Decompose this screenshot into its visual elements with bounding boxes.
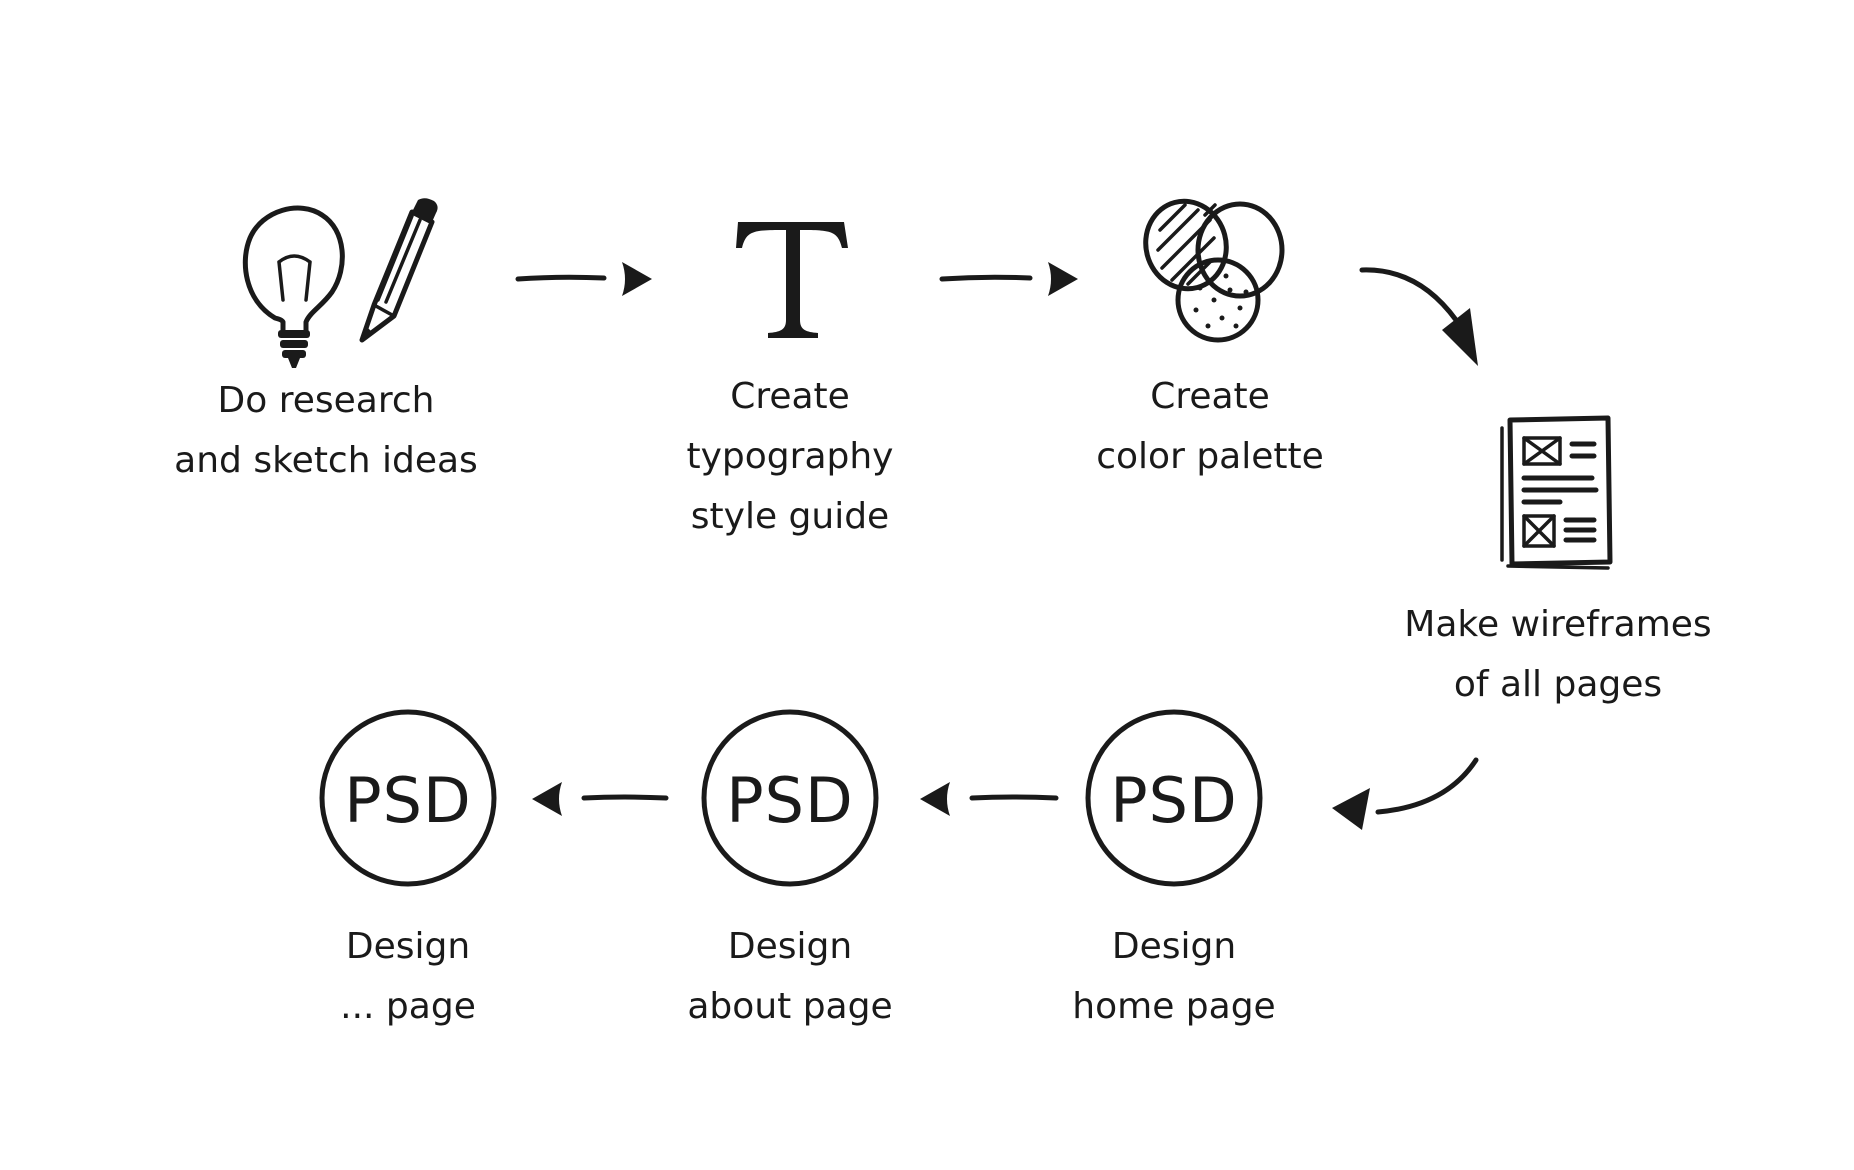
step-1-label-line-2: and sketch ideas (174, 440, 478, 481)
step-4-label: Make wireframes of all pages (1404, 604, 1711, 705)
step-2-label-line-2: typography (687, 436, 894, 477)
step-4-label-line-1: Make wireframes (1404, 604, 1711, 645)
psd-circle-other: PSD (319, 709, 497, 887)
step-3-label: Create color palette (1096, 376, 1324, 477)
step-6-label-line-2: about page (687, 986, 892, 1027)
step-3-label-line-1: Create (1150, 376, 1270, 417)
step-7-label: Design ... page (340, 926, 476, 1027)
pencil-icon (359, 198, 438, 343)
step-6-label: Design about page (687, 926, 892, 1027)
step-3-label-line-2: color palette (1096, 436, 1324, 477)
step-1-label-line-1: Do research (218, 380, 435, 421)
step-2-label-line-1: Create (730, 376, 850, 417)
color-palette-circles-icon (1143, 198, 1285, 343)
step-5-label-line-1: Design (1112, 926, 1236, 967)
wireframe-document-icon (1500, 415, 1613, 570)
typography-t-icon (736, 222, 848, 338)
step-7-label-line-2: ... page (340, 986, 476, 1027)
step-1-label: Do research and sketch ideas (174, 380, 478, 481)
step-7-label-line-1: Design (346, 926, 470, 967)
step-6-label-line-1: Design (728, 926, 852, 967)
step-5-label: Design home page (1072, 926, 1275, 1027)
lightbulb-icon (242, 205, 345, 368)
arrow-5-to-6 (920, 782, 1059, 816)
psd-label: PSD (726, 764, 853, 837)
psd-label: PSD (1110, 764, 1237, 837)
step-2-label-line-3: style guide (691, 496, 889, 537)
arrow-6-to-7 (532, 782, 669, 816)
arrow-2-to-3 (939, 262, 1078, 296)
arrow-3-to-4 (1359, 267, 1478, 366)
arrow-1-to-2 (515, 262, 652, 296)
step-2-label: Create typography style guide (687, 376, 894, 537)
psd-label: PSD (344, 764, 471, 837)
psd-circle-home: PSD (1085, 709, 1263, 887)
step-5-label-line-2: home page (1072, 986, 1275, 1027)
psd-circle-about: PSD (701, 709, 879, 887)
arrow-4-to-5 (1332, 757, 1479, 830)
step-4-label-line-2: of all pages (1454, 664, 1662, 705)
